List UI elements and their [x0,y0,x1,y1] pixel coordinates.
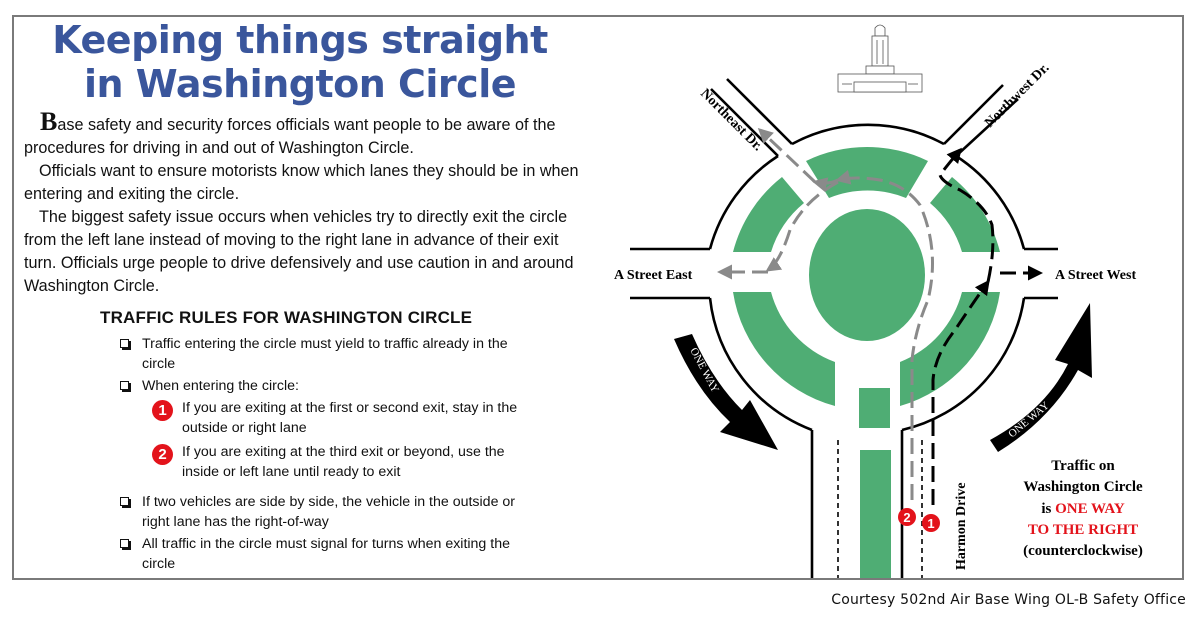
lane-markings [837,440,923,578]
checkbox-bullet-icon [120,497,129,506]
svg-text:Traffic on: Traffic on [1051,458,1115,474]
path-lane-1 [931,147,1043,505]
rule-sub-item: 1 If you are exiting at the first or sec… [118,398,518,438]
rule-item: All traffic in the circle must signal fo… [118,534,518,574]
number-badge-1: 1 [152,400,173,421]
road-label-a-street-east: A Street East [614,268,693,283]
rule-item: When entering the circle: [118,376,518,396]
svg-text:ONE WAY: ONE WAY [1006,399,1051,440]
svg-text:1: 1 [927,516,934,531]
svg-text:(counterclockwise): (counterclockwise) [1023,543,1143,559]
lane-badge-2: 2 [898,508,916,526]
rule-item: Traffic entering the circle must yield t… [118,334,518,374]
center-island [809,209,925,341]
road-label-a-street-west: A Street West [1055,268,1136,283]
svg-text:TO THE RIGHT: TO THE RIGHT [1028,522,1138,538]
circle-outline [630,78,1058,578]
title-line-2: in Washington Circle [84,62,517,106]
checkbox-bullet-icon [120,539,129,548]
article-body: Base safety and security forces official… [24,107,584,298]
paragraph-1: Base safety and security forces official… [24,107,556,158]
headquarters-building-icon [837,24,923,93]
page-title: Keeping things straight in Washington Ci… [20,18,580,106]
road-label-northeast: Northeast Dr. [697,86,765,154]
checkbox-bullet-icon [120,381,129,390]
paragraph-3: The biggest safety issue occurs when veh… [24,208,574,295]
svg-text:is ONE WAY: is ONE WAY [1041,501,1125,517]
roundabout-diagram: 2 1 ONE WAY ONE WAY Northeast Dr. Northw… [614,24,1143,578]
checkbox-bullet-icon [120,339,129,348]
rule-sub-item: 2 If you are exiting at the third exit o… [118,442,518,482]
graphic-frame [12,15,1184,580]
road-label-harmon-drive: Harmon Drive [954,483,969,570]
path-lane-2 [717,127,934,500]
drop-cap: B [40,107,58,136]
lane-badge-1: 1 [922,514,940,532]
rules-list: Traffic entering the circle must yield t… [118,334,518,576]
number-badge-2: 2 [152,444,173,465]
one-way-note: Traffic on Washington Circle is ONE WAY … [1023,458,1143,559]
credit-line: Courtesy 502nd Air Base Wing OL-B Safety… [831,592,1186,608]
paragraph-2: Officials want to ensure motorists know … [24,162,579,203]
title-line-1: Keeping things straight [52,18,548,62]
one-way-arrow-right: ONE WAY [990,303,1092,452]
svg-text:Washington Circle: Washington Circle [1023,479,1143,495]
rule-item: If two vehicles are side by side, the ve… [118,492,518,532]
svg-text:2: 2 [903,510,910,525]
rules-heading: TRAFFIC RULES FOR WASHINGTON CIRCLE [100,308,473,327]
